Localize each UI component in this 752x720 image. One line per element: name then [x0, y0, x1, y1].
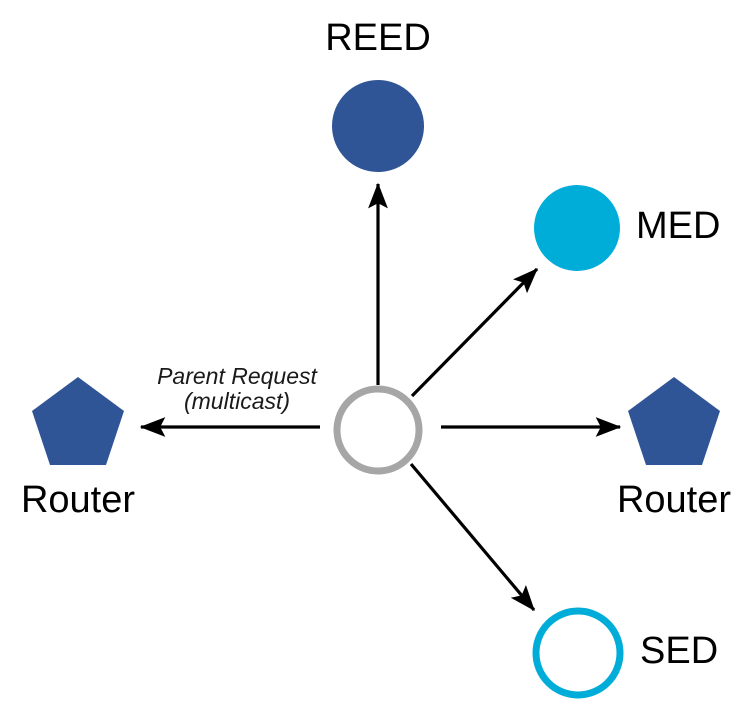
router-right-node[interactable] [628, 377, 720, 465]
router-left-label: Router [21, 479, 135, 521]
arrow-group [139, 182, 622, 612]
router-left-node[interactable] [32, 377, 124, 465]
sed-node[interactable] [532, 607, 624, 699]
med-label: MED [636, 205, 720, 247]
parent-request-annotation-line2: (multicast) [184, 388, 290, 414]
router-right-label: Router [617, 479, 731, 521]
joining-device-node[interactable] [333, 385, 423, 475]
med-node[interactable] [534, 185, 620, 271]
reed-node[interactable] [332, 80, 424, 172]
parent-request-annotation-line1: Parent Request [157, 363, 318, 389]
sed-label: SED [640, 630, 718, 672]
arrow-to-med [410, 267, 539, 398]
arrow-to-sed [409, 462, 536, 612]
reed-label: REED [325, 17, 431, 59]
